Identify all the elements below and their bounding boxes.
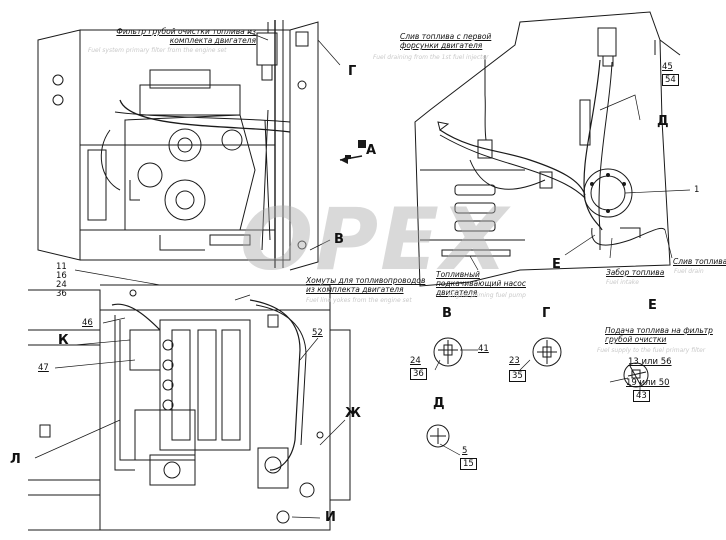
detail-title-v: В — [442, 306, 452, 321]
pos-24: 24 — [56, 280, 67, 290]
fuel-drain-label-en: Fuel drain — [674, 268, 704, 275]
pos-36-detail: 36 — [410, 368, 427, 380]
engine-side-view — [37, 20, 319, 271]
fuel-intake-label-ru: Забор топлива — [606, 268, 665, 277]
pos-11: 11 — [56, 262, 67, 272]
detail-title-g: Г — [542, 306, 551, 321]
view-letter-g: Г — [348, 64, 357, 79]
pos-47: 47 — [38, 363, 49, 373]
pos-24-detail: 24 — [410, 356, 421, 366]
watermark: OPEX — [240, 190, 510, 290]
pos-36: 36 — [56, 289, 67, 299]
supply-label-ru: Подача топлива на фильтр грубой очистки — [605, 326, 713, 344]
view-letter-zh: Ж — [345, 406, 361, 421]
view-letter-a: А — [366, 143, 377, 158]
detail-title-d: Д — [433, 396, 445, 411]
pos-35: 35 — [509, 370, 526, 382]
view-letter-d: Д — [657, 114, 669, 129]
coarse-filter-label-en: Fuel system primary filter from the engi… — [88, 47, 227, 54]
view-letter-i: И — [325, 510, 336, 525]
engine-top-view — [28, 284, 351, 531]
view-letter-l: Л — [10, 452, 21, 467]
detail-v — [433, 337, 463, 367]
yokes-label-ru: Хомуты для топливопроводов из комплекта … — [306, 276, 426, 294]
detail-e — [623, 362, 649, 388]
pos-43: 43 — [633, 390, 650, 402]
detail-title-e: Е — [648, 298, 657, 313]
pos-46: 46 — [82, 318, 93, 328]
pos-41: 41 — [478, 344, 489, 354]
priming-pump-label-en: Engine priming fuel pump — [448, 292, 526, 299]
yokes-label-en: Fuel line yokes from the engine set — [306, 297, 412, 304]
view-letter-v: В — [334, 232, 344, 247]
fuel-drain-label-ru: Слив топлива — [673, 257, 726, 266]
pos-1: 1 — [694, 185, 700, 195]
pos-54: 54 — [662, 74, 679, 86]
view-letter-k: К — [58, 333, 69, 348]
coarse-filter-label-ru: Фильтр грубой очистки топлива из комплек… — [116, 27, 256, 45]
drain-first-label-en: Fuel draining from the 1st fuel injector — [373, 54, 489, 61]
drain-first-label-ru: Слив топлива с первой форсунки двигателя — [400, 32, 492, 50]
pos-5: 5 — [462, 446, 468, 456]
pos-45: 45 — [662, 62, 673, 72]
detail-d — [426, 424, 450, 448]
pos-13-or-56: 13 или 56 — [628, 357, 672, 367]
pos-15: 15 — [460, 458, 477, 470]
supply-label-en: Fuel supply to the fuel primary filter — [597, 347, 706, 354]
pos-23: 23 — [509, 356, 520, 366]
priming-pump-label-ru: Топливный подкачивающий насос двигателя — [436, 270, 526, 297]
pos-52: 52 — [312, 328, 323, 338]
fuel-intake-label-en: Fuel intake — [606, 279, 639, 286]
detail-g — [532, 337, 562, 367]
pos-16: 16 — [56, 271, 67, 281]
pos-19-or-50: 19 или 50 — [626, 378, 670, 388]
view-letter-e: Е — [552, 257, 561, 272]
